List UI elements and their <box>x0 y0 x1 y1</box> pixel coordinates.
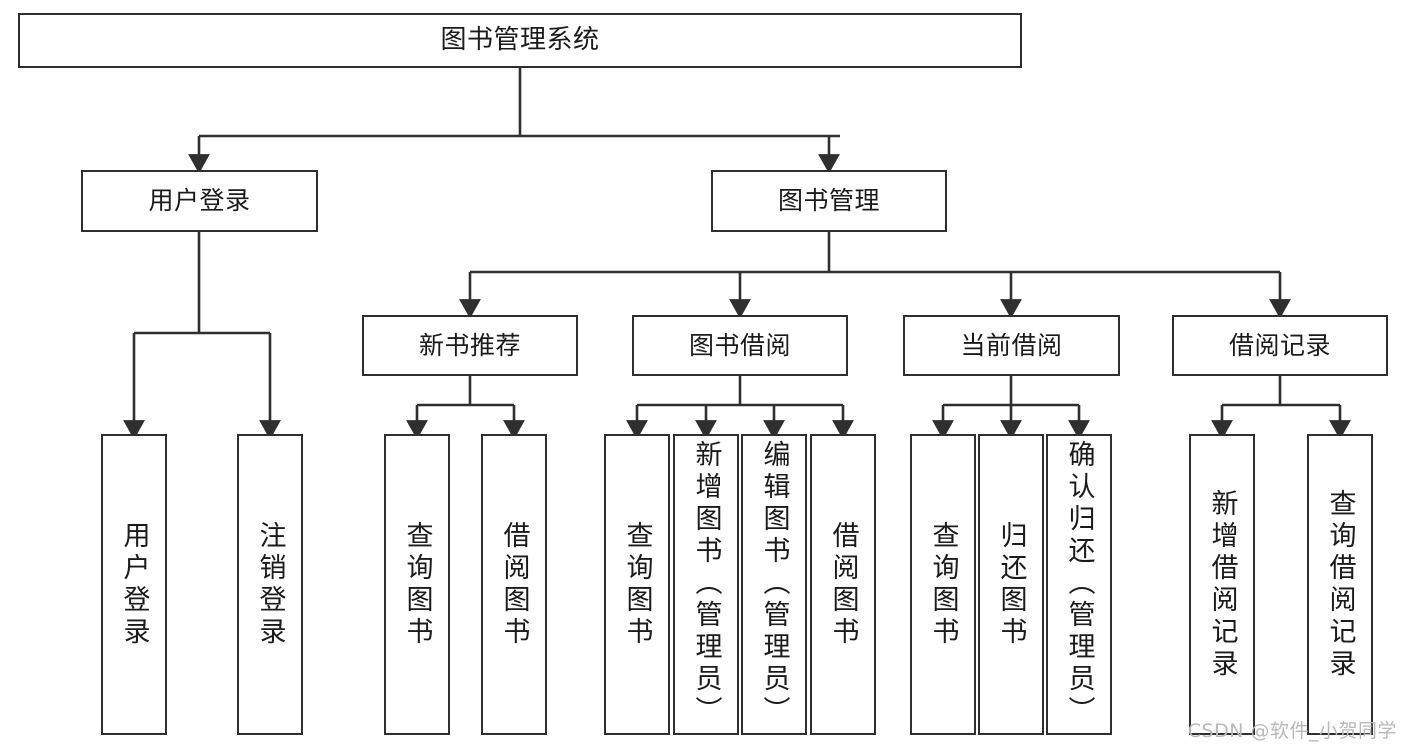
node-borrow-record[interactable]: 借阅记录 <box>1172 315 1388 376</box>
leaf-label: 注销登录 <box>254 520 286 649</box>
leaf-borrow-book[interactable]: 借阅图书 <box>810 434 876 735</box>
leaf-label: 借阅图书 <box>498 520 530 649</box>
node-new-book-recommend[interactable]: 新书推荐 <box>362 315 578 376</box>
leaf-add-book-admin[interactable]: 新增图书（管理员） <box>673 434 739 735</box>
leaf-label: 查询图书 <box>927 520 959 649</box>
leaf-borrow-book-recommend[interactable]: 借阅图书 <box>481 434 547 735</box>
node-label: 图书管理 <box>777 186 880 215</box>
leaf-label: 归还图书 <box>995 520 1027 649</box>
node-root-system[interactable]: 图书管理系统 <box>18 13 1022 68</box>
leaf-confirm-return-admin[interactable]: 确认归还（管理员） <box>1046 434 1112 735</box>
leaf-label: 确认归还（管理员） <box>1063 440 1095 728</box>
leaf-label: 借阅图书 <box>827 520 859 649</box>
leaf-label: 查询图书 <box>621 520 653 649</box>
leaf-label: 新增图书（管理员） <box>690 440 722 728</box>
leaf-query-borrow-record[interactable]: 查询借阅记录 <box>1307 434 1373 735</box>
node-current-borrow[interactable]: 当前借阅 <box>903 315 1120 376</box>
leaf-label: 新增借阅记录 <box>1206 488 1238 681</box>
node-label: 当前借阅 <box>960 330 1063 360</box>
node-label: 图书借阅 <box>688 330 791 360</box>
node-book-borrow[interactable]: 图书借阅 <box>632 315 848 376</box>
node-user-login[interactable]: 用户登录 <box>81 170 318 232</box>
leaf-user-login[interactable]: 用户登录 <box>101 434 167 735</box>
leaf-label: 用户登录 <box>118 520 150 649</box>
leaf-return-book[interactable]: 归还图书 <box>978 434 1044 735</box>
leaf-query-book-current[interactable]: 查询图书 <box>910 434 976 735</box>
leaf-query-book-borrow[interactable]: 查询图书 <box>604 434 670 735</box>
node-label: 图书管理系统 <box>440 24 600 55</box>
leaf-query-book-recommend[interactable]: 查询图书 <box>384 434 450 735</box>
node-label: 借阅记录 <box>1228 330 1331 360</box>
watermark: CSDN @软件_小贺同学 <box>1187 720 1397 742</box>
node-label: 新书推荐 <box>418 330 521 360</box>
leaf-label: 编辑图书（管理员） <box>758 440 790 728</box>
leaf-label: 查询图书 <box>401 520 433 649</box>
leaf-label: 查询借阅记录 <box>1324 488 1356 681</box>
leaf-add-borrow-record[interactable]: 新增借阅记录 <box>1189 434 1255 735</box>
node-book-management[interactable]: 图书管理 <box>711 170 947 232</box>
node-label: 用户登录 <box>148 186 251 215</box>
leaf-edit-book-admin[interactable]: 编辑图书（管理员） <box>741 434 807 735</box>
leaf-logout[interactable]: 注销登录 <box>237 434 303 735</box>
